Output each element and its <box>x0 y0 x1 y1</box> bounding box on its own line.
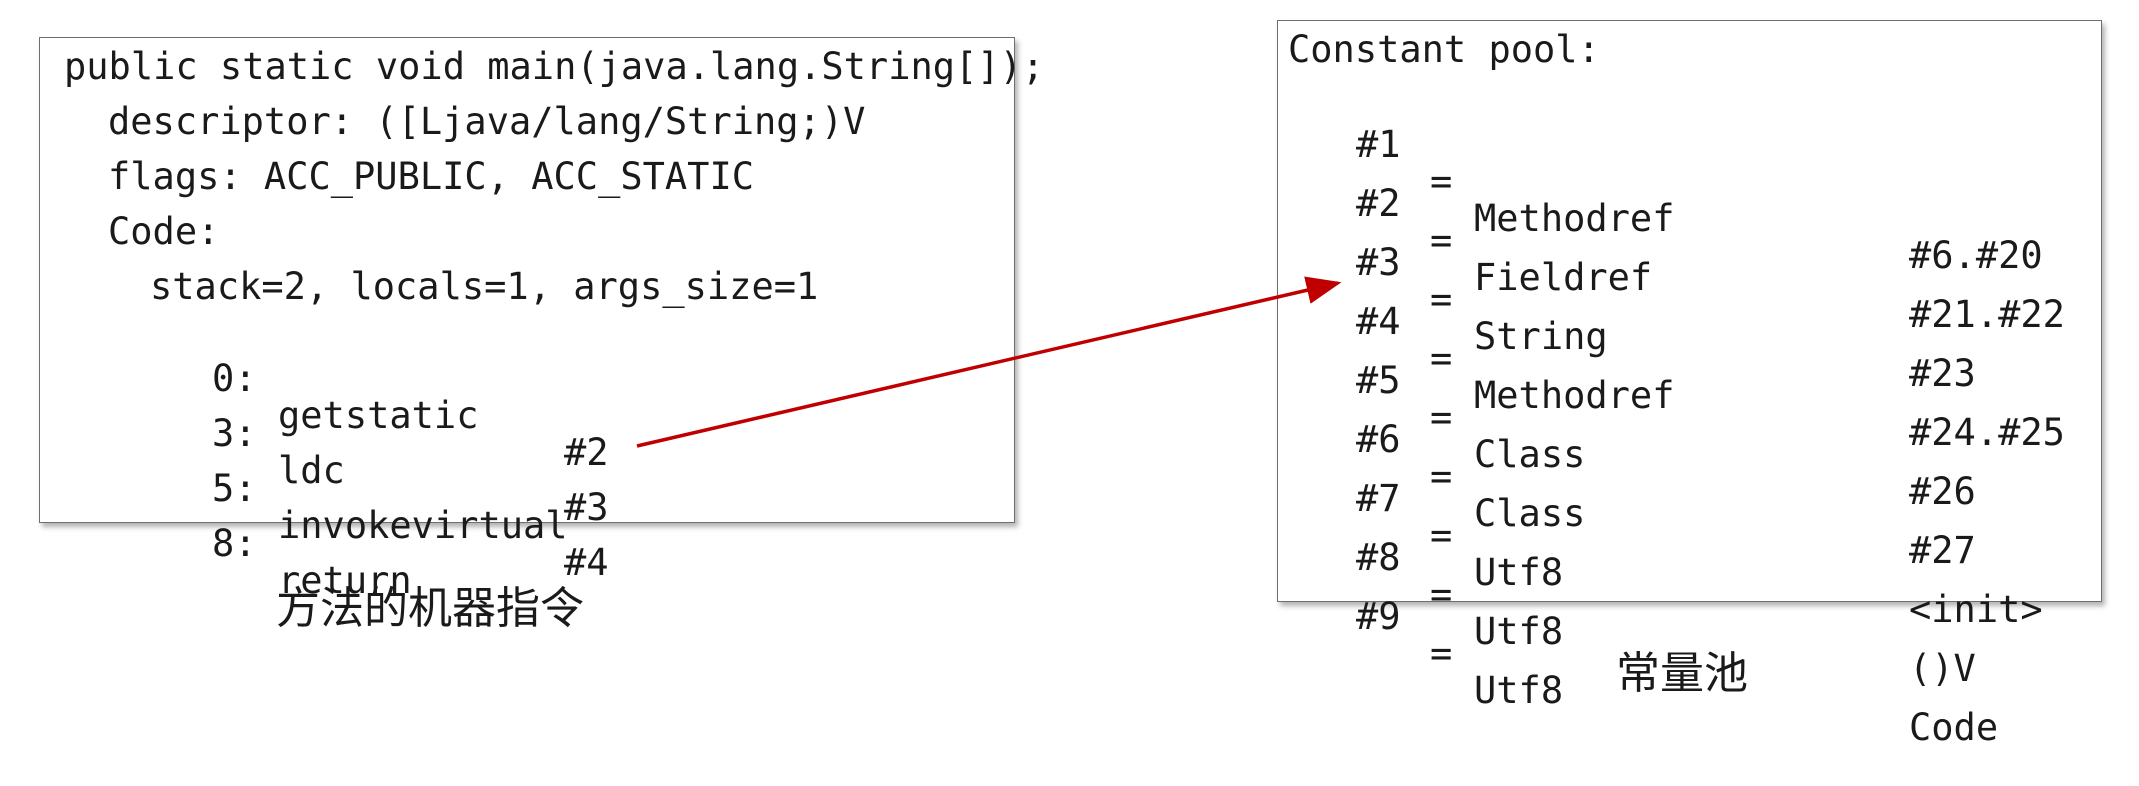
pool-entry-value: #21.#22 <box>1909 293 2065 336</box>
pool-entry-eq: = <box>1430 396 1453 439</box>
pool-entry-type: Class <box>1474 492 1586 535</box>
pool-entry: #7 = Utf8 <init> <box>1356 443 2043 665</box>
pool-entry-value: ()V <box>1909 647 1976 690</box>
pool-entry: #3 = String #23 <box>1356 207 1976 429</box>
pool-entry-index: #8 <box>1356 536 1401 579</box>
pool-entry: #2 = Fieldref #21.#22 <box>1356 148 2065 370</box>
instruction-offset: 8: <box>212 522 257 565</box>
pool-entry-type: Fieldref <box>1474 256 1653 299</box>
pool-entry-type: Class <box>1474 433 1586 476</box>
pool-entry-index: #3 <box>1356 241 1401 284</box>
instruction-row: 5: invokevirtual #4 <box>212 433 609 618</box>
pool-entry: #6 = Class #27 <box>1356 384 1976 606</box>
instruction-opcode: ldc <box>278 449 345 492</box>
pool-entry-value: #24.#25 <box>1909 411 2065 454</box>
method-bytecode-box: public static void main(java.lang.String… <box>39 37 1044 599</box>
pool-entry-type: String <box>1474 315 1608 358</box>
pool-entry-value: #6.#20 <box>1909 234 2043 277</box>
instruction-arg: #2 <box>564 431 609 474</box>
pool-entry-index: #5 <box>1356 359 1401 402</box>
pool-entry: #8 = Utf8 ()V <box>1356 502 1976 724</box>
instruction-offset: 3: <box>212 412 257 455</box>
pool-entry-index: #9 <box>1356 595 1401 638</box>
constant-pool-caption: 常量池 <box>1616 648 1748 699</box>
pool-entry-value: Code <box>1909 706 1999 749</box>
instruction-opcode: return <box>278 559 412 602</box>
pool-entry-value: #27 <box>1909 529 1976 572</box>
instruction-arg-invokevirtual: #4 <box>564 541 609 584</box>
pool-entry-index: #1 <box>1356 123 1401 166</box>
instruction-offset: 0: <box>212 357 257 400</box>
pool-entry-eq: = <box>1430 455 1453 498</box>
pool-entry-eq: = <box>1430 278 1453 321</box>
stack-info: stack=2, locals=1, args_size=1 <box>150 265 819 308</box>
pool-entry-eq: = <box>1430 160 1453 203</box>
code-label: Code: <box>108 210 220 253</box>
constant-pool-box: Constant pool: #1 = Methodref #6.#20 #2 … <box>1277 20 2102 746</box>
pool-entry-eq: = <box>1430 219 1453 262</box>
constant-pool-title: Constant pool: <box>1288 28 1600 71</box>
pool-entry-index: #6 <box>1356 418 1401 461</box>
method-caption: 方法的机器指令 <box>276 583 584 634</box>
pool-entry-index: #4 <box>1356 300 1401 343</box>
pool-entry: #1 = Methodref #6.#20 <box>1356 89 2043 311</box>
pool-entry: #9 = Utf8 Code <box>1356 561 1998 783</box>
pool-entry-type: Methodref <box>1474 197 1675 240</box>
instruction-opcode: invokevirtual <box>278 504 568 547</box>
pool-entry-index: #2 <box>1356 182 1401 225</box>
instruction-row: 3: ldc #3 <box>212 378 609 563</box>
pool-entry-index: #7 <box>1356 477 1401 520</box>
pool-entry-eq: = <box>1430 632 1453 675</box>
pool-entry-value: <init> <box>1909 588 2043 631</box>
pool-entry: #5 = Class #26 <box>1356 325 1976 547</box>
pool-entry-value: #23 <box>1909 352 1976 395</box>
method-flags: flags: ACC_PUBLIC, ACC_STATIC <box>108 155 755 198</box>
pool-entry-type: Utf8 <box>1474 551 1564 594</box>
instruction-offset: 5: <box>212 467 257 510</box>
pool-entry-eq: = <box>1430 514 1453 557</box>
instruction-arg: #3 <box>564 486 609 529</box>
pool-entry-eq: = <box>1430 337 1453 380</box>
pool-entry-type: Utf8 <box>1474 610 1564 653</box>
pool-entry-type: Utf8 <box>1474 669 1564 712</box>
pool-entry-eq: = <box>1430 573 1453 616</box>
instruction-opcode: getstatic <box>278 394 479 437</box>
pool-entry-target: #4 = Methodref #24.#25 <box>1356 266 2065 488</box>
pool-entry-value: #26 <box>1909 470 1976 513</box>
instruction-row: 0: getstatic #2 <box>212 323 609 508</box>
instruction-row: 8: return <box>212 488 412 673</box>
method-signature: public static void main(java.lang.String… <box>64 45 1045 88</box>
method-descriptor: descriptor: ([Ljava/lang/String;)V <box>108 100 866 143</box>
pool-entry-type: Methodref <box>1474 374 1675 417</box>
